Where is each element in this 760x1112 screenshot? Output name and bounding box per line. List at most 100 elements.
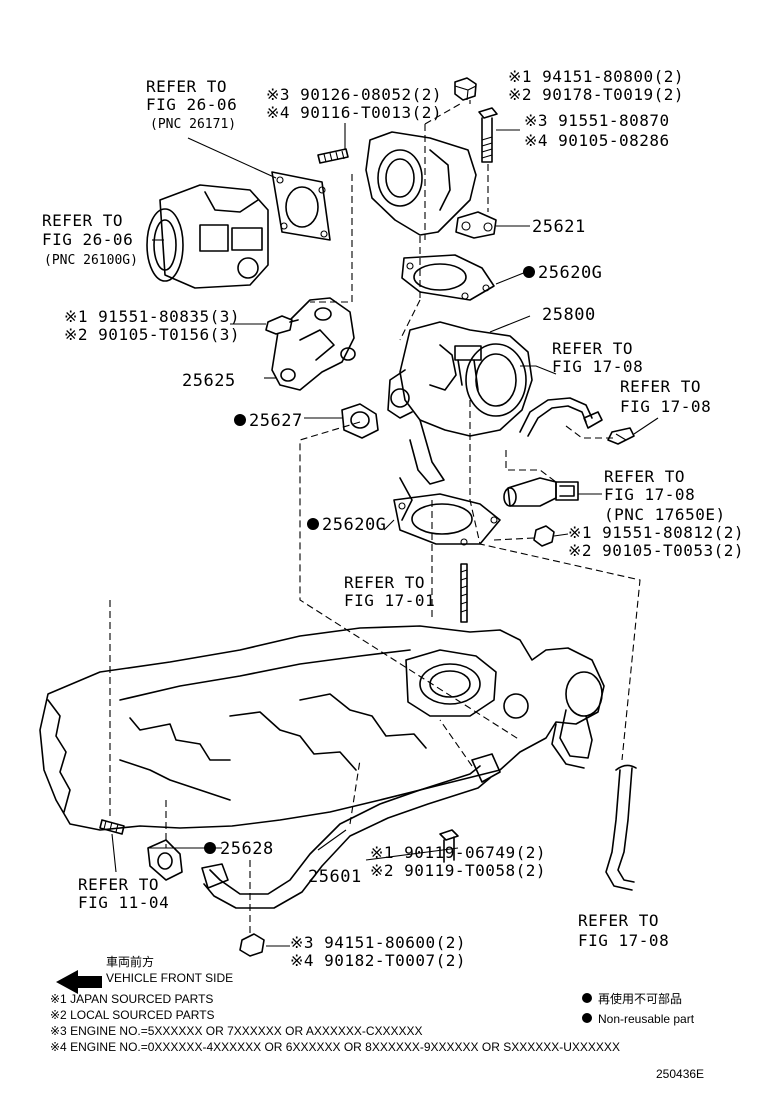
refer-line: FIG 17-08 xyxy=(604,485,695,504)
refer-line: (PNC 26100G) xyxy=(44,253,138,268)
refer-line: FIG 11-04 xyxy=(78,893,169,912)
part-number-25601: 25601 xyxy=(308,867,362,887)
part-number-25628: 25628 xyxy=(220,839,274,859)
sensor-drawing xyxy=(503,477,579,507)
stud-top-codes: ※3 90126-08052(2) ※4 90116-T0013(2) xyxy=(266,85,442,122)
part-code: ※4 90116-T0013(2) xyxy=(266,103,442,122)
part-code: ※3 94151-80600(2) xyxy=(290,933,466,952)
gasket-25627-drawing xyxy=(341,403,379,439)
nonreusable-cn: 再使用不可部品 xyxy=(598,991,682,1006)
part-code: ※4 90182-T0007(2) xyxy=(290,951,466,970)
bolt-bracket-codes: ※1 91551-80835(3) ※2 90105-T0156(3) xyxy=(64,307,240,344)
refer-line: REFER TO xyxy=(620,377,701,396)
refer-line: FIG 17-08 xyxy=(552,357,643,376)
refer-line: FIG 26-06 xyxy=(146,95,237,114)
refer-fig-26-06-left: REFER TO FIG 26-06 (PNC 26100G) xyxy=(42,211,138,268)
nonreusable-marker xyxy=(204,842,216,854)
nonreusable-marker xyxy=(234,414,246,426)
refer-line: REFER TO xyxy=(42,211,123,230)
footnote: ※1 JAPAN SOURCED PARTS xyxy=(50,992,213,1006)
part-number-25625: 25625 xyxy=(182,371,236,391)
refer-line: REFER TO xyxy=(146,77,227,96)
nut-pipe-drawing xyxy=(239,933,265,957)
leader-lines xyxy=(111,100,659,947)
footnotes: ※1 JAPAN SOURCED PARTS ※2 LOCAL SOURCED … xyxy=(50,992,620,1054)
bolt-egr-drawing xyxy=(533,525,555,547)
refer-line: FIG 17-01 xyxy=(344,591,435,610)
refer-fig-17-08-c: REFER TO FIG 17-08 (PNC 17650E) xyxy=(604,467,726,524)
egr-pipe-drawing xyxy=(201,753,501,909)
part-number-25620g-low: 25620G xyxy=(322,515,386,535)
nut-pipe-codes: ※3 94151-80600(2) ※4 90182-T0007(2) xyxy=(290,933,466,970)
refer-line: (PNC 17650E) xyxy=(604,505,726,524)
nonreusable-marker xyxy=(582,993,592,1003)
bracket-drawing xyxy=(271,297,356,391)
figure-code: 250436E xyxy=(656,1067,704,1081)
vehicle-front-legend: 車両前方 VEHICLE FRONT SIDE xyxy=(56,954,233,994)
part-code: ※2 90119-T0058(2) xyxy=(370,861,546,880)
front-label-en: VEHICLE FRONT SIDE xyxy=(106,971,233,985)
part-code: ※3 90126-08052(2) xyxy=(266,85,442,104)
refer-line: REFER TO xyxy=(604,467,685,486)
nonreusable-marker xyxy=(523,266,535,278)
stud-drawing xyxy=(317,148,349,164)
throttle-body-drawing xyxy=(146,184,269,289)
hose-clip-drawing xyxy=(607,427,635,445)
part-code: ※1 91551-80835(3) xyxy=(64,307,240,326)
nonreusable-legend: 再使用不可部品 Non-reusable part xyxy=(582,991,695,1026)
refer-line: FIG 17-08 xyxy=(620,397,711,416)
nonreusable-marker xyxy=(307,518,319,530)
part-code: ※1 90119-06749(2) xyxy=(370,843,546,862)
part-number-25800: 25800 xyxy=(542,305,596,325)
refer-line: FIG 17-08 xyxy=(578,931,669,950)
vacuum-hose-drawing xyxy=(519,397,603,437)
bolt-egr-codes: ※1 91551-80812(2) ※2 90105-T0053(2) xyxy=(568,523,744,560)
refer-fig-17-08-a: REFER TO FIG 17-08 xyxy=(552,339,643,376)
nonreusable-marker xyxy=(582,1013,592,1023)
gasket-26171-drawing xyxy=(271,171,331,241)
front-label-cn: 車両前方 xyxy=(106,954,154,969)
bolt-top-drawing xyxy=(478,107,498,163)
gasket-25628-drawing xyxy=(147,839,183,881)
part-code: ※2 90178-T0019(2) xyxy=(508,85,684,104)
footnote: ※4 ENGINE NO.=0XXXXXX-4XXXXXX OR 6XXXXXX… xyxy=(50,1040,620,1054)
gasket-upper-drawing xyxy=(401,254,495,301)
front-arrow-icon xyxy=(56,970,102,994)
egr-valve-drawing xyxy=(387,321,533,521)
bolt-pipe-codes: ※1 90119-06749(2) ※2 90119-T0058(2) xyxy=(370,843,546,880)
nonreusable-en: Non-reusable part xyxy=(598,1012,695,1026)
refer-line: REFER TO xyxy=(344,573,425,592)
part-code: ※4 90105-08286 xyxy=(524,131,670,150)
part-code: ※1 94151-80800(2) xyxy=(508,67,684,86)
bolt-top-codes: ※3 91551-80870 ※4 90105-08286 xyxy=(524,111,670,150)
refer-fig-26-06-top: REFER TO FIG 26-06 (PNC 26171) xyxy=(146,77,237,132)
part-number-25620g-top: 25620G xyxy=(538,263,602,283)
part-number-25627: 25627 xyxy=(249,411,303,431)
part-code: ※2 90105-T0156(3) xyxy=(64,325,240,344)
refer-fig-17-08-d: REFER TO FIG 17-08 xyxy=(578,911,669,950)
stud-left-drawing xyxy=(99,819,125,835)
part-number-25621: 25621 xyxy=(532,217,586,237)
refer-line: REFER TO xyxy=(552,339,633,358)
nut-top-codes: ※1 94151-80800(2) ※2 90178-T0019(2) xyxy=(508,67,684,104)
part-code: ※1 91551-80812(2) xyxy=(568,523,744,542)
footnote: ※2 LOCAL SOURCED PARTS xyxy=(50,1008,215,1022)
nut-top-drawing xyxy=(454,77,477,101)
intake-connector-drawing xyxy=(365,131,497,239)
vacuum-hose-lower-drawing xyxy=(605,764,637,891)
dashed-lines xyxy=(109,103,641,936)
refer-fig-17-08-b: REFER TO FIG 17-08 xyxy=(620,377,711,416)
gasket-lower-drawing xyxy=(393,493,501,546)
bolt-bracket-drawing xyxy=(265,315,299,335)
refer-fig-11-04: REFER TO FIG 11-04 xyxy=(78,875,169,912)
refer-fig-17-01: REFER TO FIG 17-01 xyxy=(344,573,435,610)
part-code: ※2 90105-T0053(2) xyxy=(568,541,744,560)
stud-center-drawing xyxy=(460,563,468,623)
part-code: ※3 91551-80870 xyxy=(524,111,670,130)
refer-line: REFER TO xyxy=(78,875,159,894)
intake-manifold-drawing xyxy=(39,625,605,831)
refer-line: (PNC 26171) xyxy=(150,117,236,132)
footnote: ※3 ENGINE NO.=5XXXXXX OR 7XXXXXX OR AXXX… xyxy=(50,1024,423,1038)
